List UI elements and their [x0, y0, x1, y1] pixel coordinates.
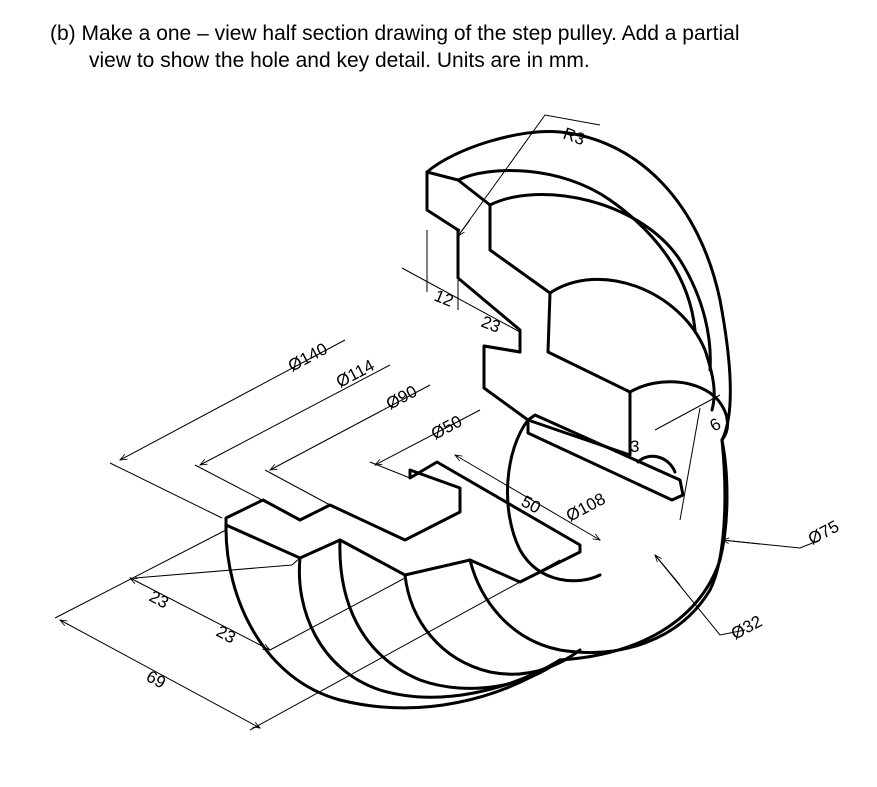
ext-line-90: [264, 469, 331, 506]
question-text: (b) Make a one – view half section drawi…: [50, 20, 860, 74]
ext-line-50: [369, 461, 411, 479]
leader-32-arrow: [655, 555, 681, 586]
dim-line-90: [270, 384, 431, 470]
keyway-arc: [636, 454, 677, 474]
ext-line-23b: [269, 577, 406, 651]
outer-rim-arc-top: [425, 129, 732, 442]
question-line-1: (b) Make a one – view half section drawi…: [50, 22, 740, 45]
keyway-slot: [526, 413, 685, 502]
outer-rim-arc-bottom: [224, 523, 562, 710]
dim-32: Ø32: [728, 612, 765, 644]
step-arc-3-bottom: [403, 573, 582, 676]
outer-right-edge: [558, 438, 729, 662]
ext-line-140: [109, 462, 223, 519]
dim-3: 3: [630, 437, 639, 456]
dim-6: 6: [707, 414, 725, 435]
upper-section-face: [425, 170, 632, 457]
edge-b: [291, 557, 301, 566]
question-line-2: view to show the hole and key detail. Un…: [89, 49, 590, 72]
dim-140: Ø140: [285, 339, 331, 375]
leader-32: [654, 554, 746, 636]
dim-12: 12: [432, 286, 457, 311]
dim-line-12-23: [401, 267, 521, 333]
dim-line-140: [120, 339, 346, 460]
dim-75: Ø75: [805, 517, 842, 549]
ext-line-69b: [249, 559, 561, 731]
dim-69: 69: [143, 667, 169, 693]
dim-23-b: 23: [213, 622, 239, 648]
ext-line-69a: [54, 529, 227, 619]
dim-line-3: [654, 394, 721, 431]
dim-114: Ø114: [333, 356, 378, 392]
dim-90: Ø90: [383, 382, 420, 414]
dim-23-a: 23: [146, 587, 172, 613]
lower-section-face: [224, 460, 582, 584]
hub-arc-bottom: [468, 438, 727, 654]
step-arc-3-top: [548, 277, 716, 412]
dim-line-50: [375, 409, 481, 465]
leader-r3: [457, 114, 601, 237]
dim-line-23-23: [130, 578, 270, 650]
dim-23-top: 23: [479, 312, 504, 337]
step-arc-2-bottom: [338, 538, 562, 690]
dim-line-69: [60, 620, 260, 728]
dim-50-len: 50: [518, 492, 544, 518]
step-arc-2-top: [488, 193, 712, 372]
dim-50: Ø50: [428, 412, 465, 444]
dim-line-114: [200, 364, 391, 465]
hub-step-edge: [482, 344, 522, 354]
step-arc-1-bottom: [297, 556, 562, 699]
dim-line-6: [679, 407, 701, 521]
leader-r3-arrow: [458, 219, 471, 236]
step-arc-1-top: [456, 168, 697, 332]
ext-line-23a: [134, 564, 293, 579]
bore-outline: [506, 418, 602, 583]
dim-r3: R3: [561, 124, 588, 149]
dim-line-50-108: [455, 455, 600, 540]
ext-line-114: [194, 464, 263, 501]
dim-108: Ø108: [563, 489, 609, 525]
leader-75-arrow: [722, 540, 761, 545]
